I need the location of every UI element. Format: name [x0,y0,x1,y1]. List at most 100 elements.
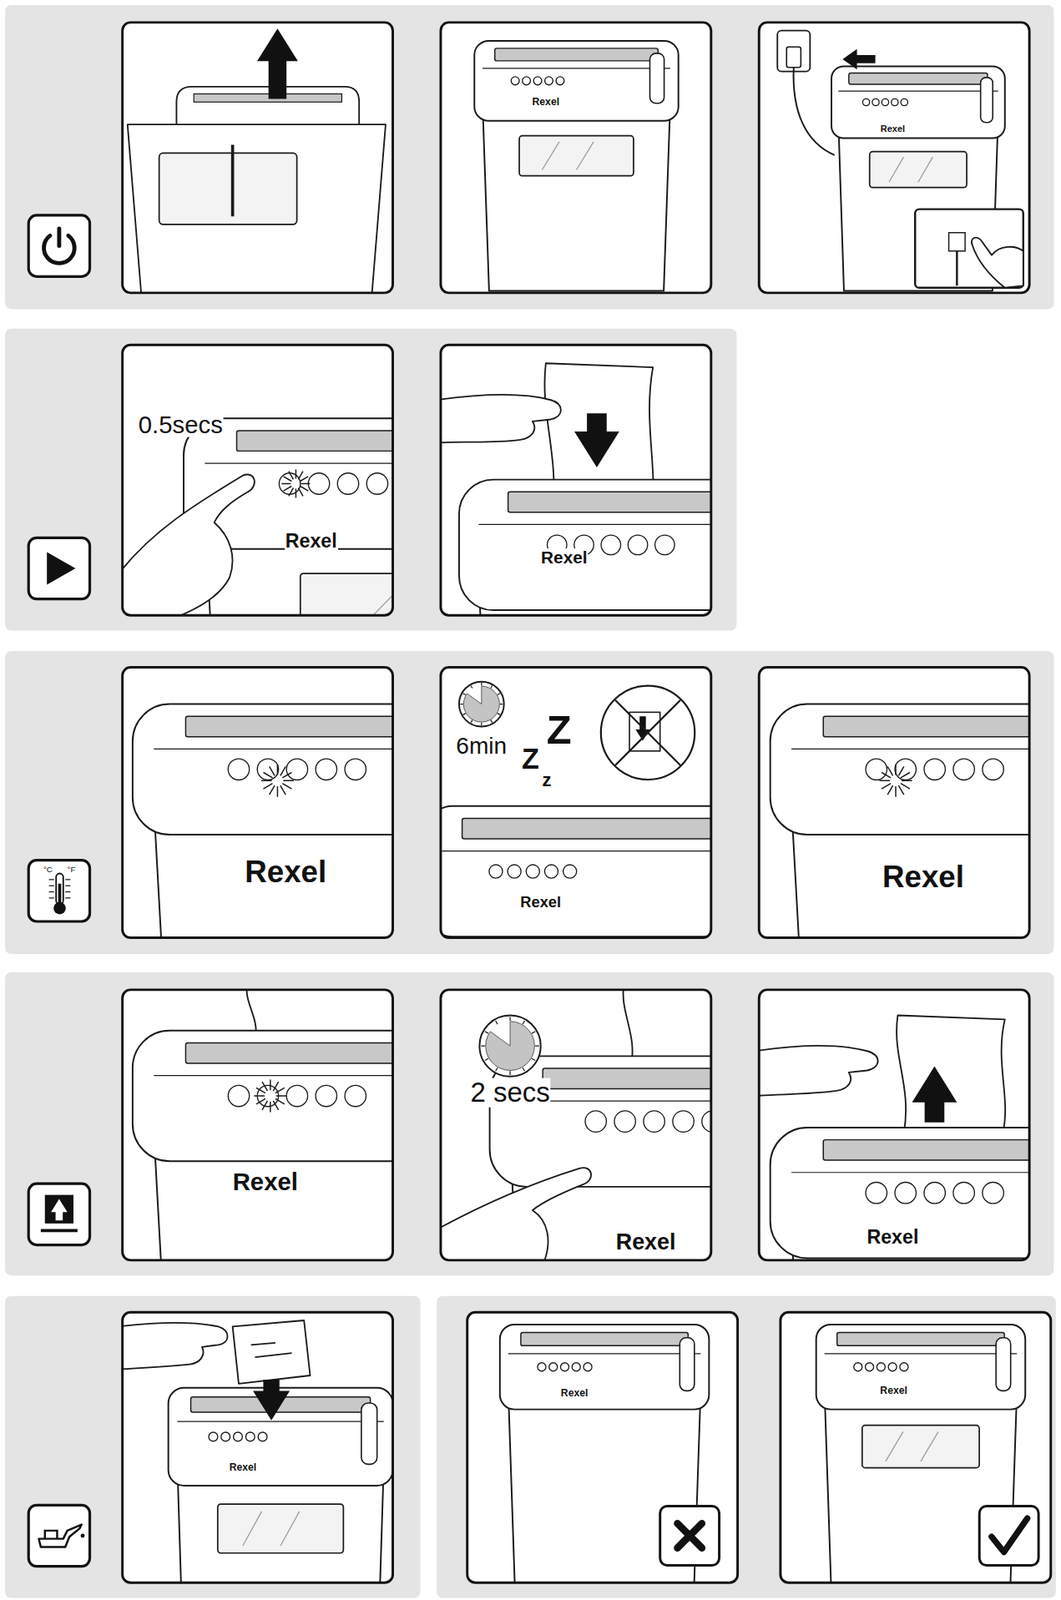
light-ray [276,1095,288,1097]
light-ray [283,476,293,482]
bin-window [159,152,298,225]
power-socket [949,232,966,252]
control-button [563,864,577,879]
light-ray [253,1095,265,1097]
window-glint [920,1431,939,1462]
sleep-letter: Z [520,744,541,775]
panel-content [440,682,712,939]
light-ray [900,783,910,789]
light-ray [262,1101,268,1111]
control-button [344,758,366,780]
light-ray [272,1081,278,1092]
panel-content [122,418,394,616]
control-button [627,535,647,555]
control-button [865,758,887,780]
check-symbol [991,1518,1028,1552]
elapsed-wedge [485,1021,536,1072]
light-ray [295,469,297,479]
oil-icon [38,1525,81,1548]
light-ray [269,785,275,795]
panel-frame [440,344,712,616]
clock-tick [495,1067,498,1072]
control-button [555,76,565,86]
card [232,1320,311,1385]
brand-logo: Rexel [865,1227,920,1248]
sleep-letter: z [541,771,553,791]
direction-arrow [50,1199,68,1222]
panel-frame [467,1312,738,1583]
head-edge [441,850,711,852]
head-edge [153,1075,393,1077]
clock-tick [485,1031,489,1034]
head-edge [478,524,711,526]
paper-slot [520,1332,688,1346]
light-ray [298,471,304,480]
paper-slot [462,818,712,839]
bin [127,124,386,294]
clock-tick [531,1058,536,1061]
paper-slot [508,491,712,512]
clock-tick [509,1071,511,1076]
clock-tick [497,693,501,696]
panel-content [440,990,712,1261]
light-ray [900,772,910,778]
panel-content [474,40,678,292]
head-edge [791,1172,1030,1173]
clock-face [459,682,505,728]
hand [440,1167,592,1261]
duration-label: 0.5secs [137,411,224,438]
control-button [881,98,889,106]
panel-content [127,28,386,294]
control-button [208,1432,218,1442]
control-button [344,1085,366,1107]
brand-logo: Rexel [284,530,339,551]
shredder-figure [168,1388,394,1584]
right-mark [979,1506,1039,1567]
paper-slot [185,1042,393,1063]
hand [758,1045,878,1097]
light-ray [282,780,294,782]
shredder-figure [440,806,712,939]
light-ray [887,785,893,795]
control-button [853,1363,863,1372]
control-button [614,1111,636,1132]
step-icon-frame [28,537,90,599]
elapsed-wedge [463,686,500,723]
clock-face [479,1015,541,1077]
control-button [900,98,908,106]
window-glint [242,1511,263,1547]
window-glint [359,583,394,616]
panel-frame [758,667,1030,939]
step-icon-frame [28,860,90,922]
shredder-figure [459,479,712,617]
wrong-mark [660,1506,720,1567]
hand [122,1323,228,1370]
control-button [337,473,359,495]
bin-window [869,151,967,188]
paper-slot [823,1140,1030,1161]
paper-slot [848,73,988,85]
shredder-head [459,479,712,611]
power-cord [955,251,958,287]
light-ray [898,785,904,795]
scale-tick [49,891,55,893]
bin-window [862,1425,980,1469]
clock-tick [470,720,473,723]
window-glint [575,141,594,171]
light-ray [262,772,273,778]
card-chip [251,1343,293,1358]
duration-label: 6min [454,733,508,758]
control-button [924,758,945,780]
direction-arrow [257,28,299,99]
oil-icon [45,1530,58,1540]
shredder-head [490,1055,712,1187]
control-button [522,76,531,86]
brand-logo: Rexel [560,1387,590,1399]
step-icon-frame [28,1183,90,1245]
paper-sheet [896,1015,1006,1133]
bin-window [217,1504,344,1554]
brand-logo: Rexel [519,894,562,910]
light-ray [283,485,293,491]
brand-logo: Rexel [540,548,589,567]
